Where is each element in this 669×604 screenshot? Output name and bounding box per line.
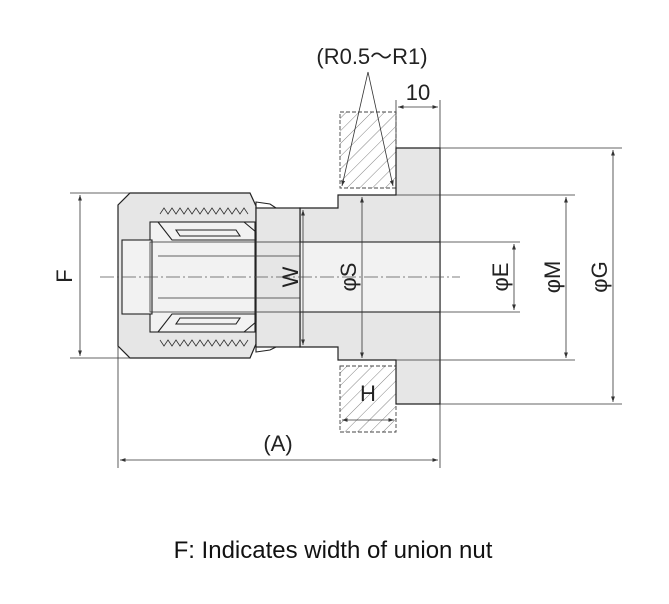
dim-10-label: 10	[406, 80, 430, 105]
radius-leader-left	[341, 71, 369, 187]
dim-F-label: F	[52, 269, 77, 282]
radius-note: (R0.5～R1)	[316, 44, 427, 69]
front-ferrule-upper	[156, 221, 257, 241]
thread-lower	[159, 339, 249, 347]
nut-tab-upper	[255, 201, 278, 209]
dim-H-label: H	[360, 381, 376, 406]
footnote: F: Indicates width of union nut	[174, 537, 493, 564]
radius-leader-right	[367, 71, 394, 187]
dim-G-label: φG	[587, 261, 612, 292]
nut-tab-lower	[255, 346, 277, 353]
back-ferrule-upper	[174, 229, 242, 237]
dim-S-label: φS	[336, 263, 361, 292]
thread-upper	[159, 207, 249, 215]
dim-A-label: (A)	[263, 431, 292, 456]
dim-E-label: φE	[488, 263, 513, 292]
front-ferrule-lower	[156, 313, 257, 333]
panel-section-upper	[339, 111, 397, 189]
dim-W-label: W	[278, 266, 303, 287]
back-ferrule-lower	[174, 317, 242, 325]
dim-M-label: φM	[540, 261, 565, 294]
